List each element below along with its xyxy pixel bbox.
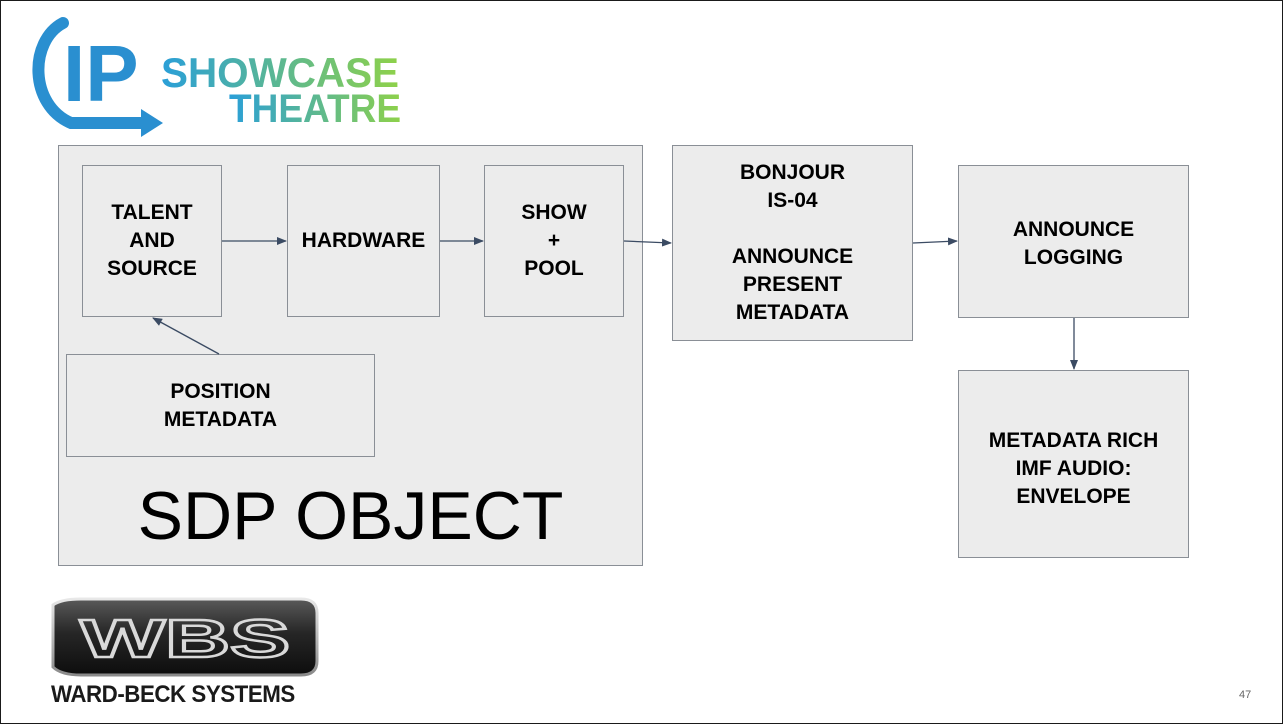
wbs-badge-icon	[51, 597, 319, 677]
talent-source-box: TALENT AND SOURCE	[82, 165, 222, 317]
announce-logging-box: ANNOUNCE LOGGING	[958, 165, 1189, 318]
arrow-bonjour-to-announce	[912, 237, 958, 246]
bonjour-is04-box: BONJOUR IS-04 ANNOUNCE PRESENT METADATA	[672, 145, 913, 341]
wbs-caption: WARD-BECK SYSTEMS	[51, 681, 295, 708]
logo-showcase-text: SHOWCASE	[161, 49, 399, 96]
ip-showcase-logo: IP SHOWCASE THEATRE	[32, 17, 401, 137]
position-metadata-box: POSITION METADATA	[66, 354, 375, 457]
arrow-show-to-bonjour	[623, 238, 672, 247]
wbs-logo-text: WBS	[80, 609, 290, 669]
sdp-object-label: SDP OBJECT	[137, 478, 564, 554]
metadata-rich-box: METADATA RICH IMF AUDIO: ENVELOPE	[958, 370, 1189, 558]
logo-arrow-head-icon	[141, 109, 163, 137]
show-pool-box: SHOW + POOL	[484, 165, 624, 317]
page-number: 47	[1239, 689, 1252, 701]
logo-arc-icon	[32, 17, 147, 129]
arrow-position-to-talent	[152, 317, 220, 355]
logo-ip-text: IP	[63, 29, 139, 118]
hardware-box: HARDWARE	[287, 165, 440, 317]
logo-theatre-text: THEATRE	[229, 87, 401, 131]
wbs-logo: WBS	[51, 597, 319, 677]
